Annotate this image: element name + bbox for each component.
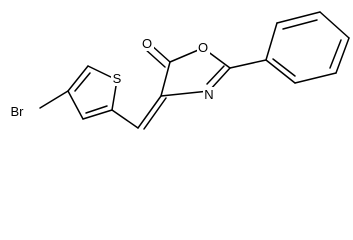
bond-ph2-ph3-inner	[282, 19, 318, 30]
bond-ph4-ph5	[335, 37, 350, 74]
atom-label-sulfur: S	[113, 71, 122, 86]
bond-c2-n3-double	[206, 65, 225, 85]
bond-c5-carbonyl-double	[144, 48, 166, 68]
bond-ch-c4-oxazolone-double	[143, 97, 167, 130]
thiophene-ring	[67, 65, 118, 120]
bond-ph6-ph1	[265, 59, 296, 84]
molecule-structure-drawing: Br S O N O	[5, 11, 350, 130]
bond-ph6-ph1-inner	[272, 58, 296, 77]
atom-label-ring-nitrogen-group: N	[203, 87, 216, 102]
bond-c5-c4-inner	[74, 72, 91, 92]
bond-c2-ch	[111, 109, 139, 129]
bond-ch-c4-oxazolone	[137, 95, 162, 129]
bond-ph4-ph5-inner	[329, 39, 342, 69]
methylidene-linker	[111, 95, 167, 130]
atom-label-carbonyl-oxygen: O	[142, 36, 152, 51]
bond-ph3-ph4	[319, 11, 350, 39]
atom-label-ring-nitrogen: N	[204, 87, 213, 102]
atom-label-sulfur-group: S	[111, 71, 123, 86]
atom-label-ring-oxygen-group: O	[197, 40, 210, 55]
bond-c3-c2-inner	[85, 105, 108, 114]
bond-ph2-ph3	[276, 11, 321, 24]
atom-label-bromine-group: Br	[5, 104, 29, 119]
bond-c3-c2	[82, 109, 113, 120]
bond-c4-c3	[67, 90, 84, 120]
atom-label-bromine: Br	[11, 104, 25, 119]
bond-c5-c4	[67, 65, 89, 92]
bond-c4-c5	[160, 61, 171, 97]
bond-ph1-ph2	[265, 22, 278, 61]
bond-ph5-ph6	[294, 72, 337, 84]
atom-label-carbonyl-oxygen-group: O	[141, 36, 154, 51]
bond-n3-c4	[160, 90, 210, 97]
bond-c2-phenyl	[229, 59, 267, 69]
atom-label-ring-oxygen: O	[198, 40, 208, 55]
oxazolone-ring	[160, 47, 231, 97]
phenyl-ring	[229, 11, 350, 84]
bond-c4-br	[39, 90, 69, 109]
